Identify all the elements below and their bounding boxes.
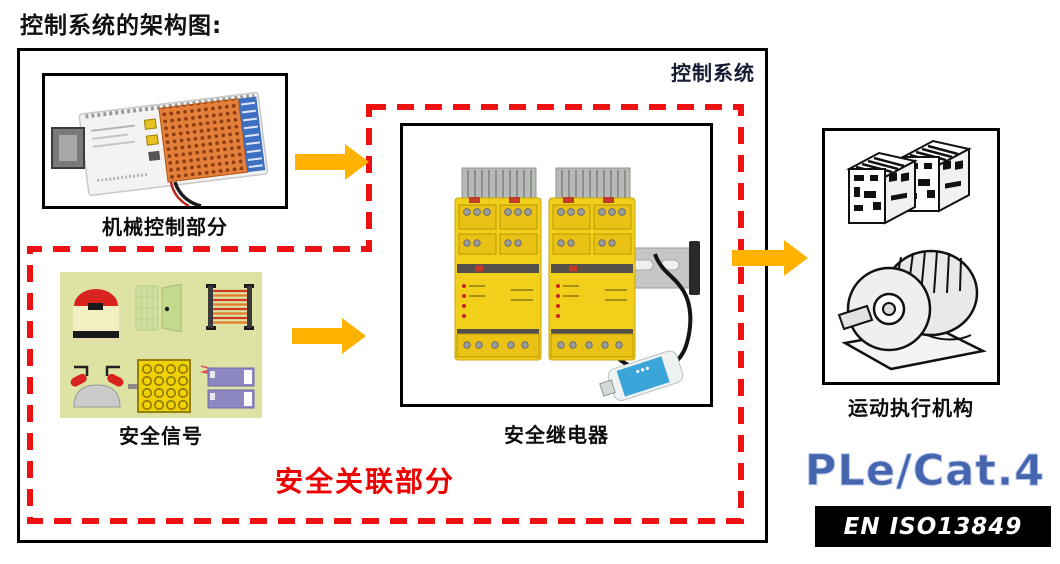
safety-relay-modules-photo — [454, 167, 700, 401]
safety-related-label: 安全关联部分 — [274, 465, 455, 498]
performance-level-label: PLe/Cat.4 — [804, 446, 1046, 497]
control-system-label: 控制系统 — [671, 61, 755, 85]
actuator-image-box — [822, 128, 1000, 385]
plc-din-connector-icon — [51, 127, 85, 169]
page-title: 控制系统的架构图: — [20, 13, 223, 39]
contactor-icon — [846, 139, 972, 225]
plc-label: 机械控制部分 — [102, 215, 228, 239]
safety-signal-image — [60, 272, 262, 418]
motor-icon — [837, 249, 987, 371]
plc-image-box — [42, 73, 288, 209]
plc-controller-photo — [51, 91, 269, 206]
safety-relay-image-box — [400, 123, 713, 407]
emergency-stop-icon — [73, 289, 119, 342]
actuator-label: 运动执行机构 — [848, 396, 974, 420]
standard-bar: EN ISO13849 — [815, 506, 1051, 547]
safety-mat-icon — [128, 359, 191, 413]
standard-label: EN ISO13849 — [843, 513, 1023, 540]
safety-relay-label: 安全继电器 — [504, 423, 609, 447]
plc-black-wire — [173, 181, 202, 206]
safety-door-icon — [135, 283, 182, 333]
safety-signal-label: 安全信号 — [119, 424, 203, 448]
contactor-and-motor-drawing — [837, 139, 987, 371]
